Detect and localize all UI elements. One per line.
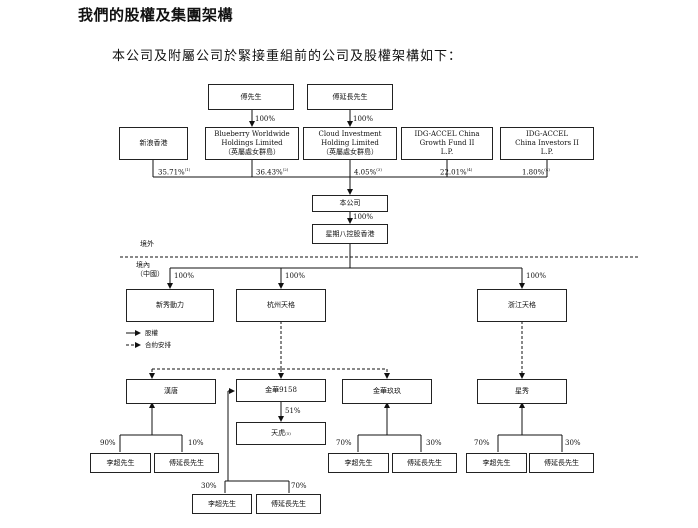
pct-li-xingxiu: 70% xyxy=(474,439,490,447)
box-li-xingxiu: 李超先生 xyxy=(466,453,527,473)
onshore-label: 境內 （中國） xyxy=(136,261,164,278)
intro-text: 本公司及附屬公司於緊接重組前的公司及股權架構如下： xyxy=(112,49,463,64)
box-blueberry: Blueberry Worldwide Holdings Limited （英屬… xyxy=(205,127,299,160)
pct-fu-xingxiu: 30% xyxy=(565,439,581,447)
box-xinxiu: 新秀動力 xyxy=(126,289,214,322)
pct-xinlang: 35.71%(1) xyxy=(158,165,190,177)
pct-company-hk: 100% xyxy=(353,213,374,221)
box-cloud: Cloud Investment Holding Limited （英屬處女群島… xyxy=(303,127,397,160)
pct-fu-hantang: 10% xyxy=(188,439,204,447)
box-fu-hantang: 傅延長先生 xyxy=(154,453,219,473)
box-zhejiang: 浙江天格 xyxy=(477,289,567,322)
pct-li-jinhua: 30% xyxy=(201,482,217,490)
pct-fu-jiujiu: 30% xyxy=(426,439,442,447)
box-company: 本公司 xyxy=(312,195,388,212)
pct-cloud: 4.05%(3) xyxy=(354,165,382,177)
pct-hk-zhejiang: 100% xyxy=(526,272,547,280)
pct-fu-blueberry: 100% xyxy=(255,115,276,123)
pct-blueberry-value: 36.43% xyxy=(256,168,283,177)
box-idg-growth: IDG-ACCEL China Growth Fund II L.P. xyxy=(401,127,493,160)
legend-equity: 股權 xyxy=(145,329,158,337)
pct-jinhua-tianhu: 51% xyxy=(285,407,301,415)
box-fu-xingxiu: 傅延長先生 xyxy=(529,453,594,473)
box-li-hantang: 李超先生 xyxy=(90,453,151,473)
pct-hk-hangzhou: 100% xyxy=(285,272,306,280)
offshore-label: 境外 xyxy=(140,240,154,248)
pct-idg-growth: 22.01%(4) xyxy=(440,165,472,177)
box-hangzhou: 杭州天格 xyxy=(236,289,326,322)
pct-fu-yanchang-cloud: 100% xyxy=(353,115,374,123)
box-fu-jinhua: 傅延長先生 xyxy=(256,494,321,514)
footnote-xinlang: (1) xyxy=(184,167,191,172)
box-fu: 傅先生 xyxy=(208,84,294,110)
footnote-idg-investors: (4) xyxy=(544,167,550,172)
pct-idg-investors-value: 1.80% xyxy=(522,168,545,177)
box-idg-investors: IDG-ACCEL China Investors II L.P. xyxy=(500,127,594,160)
box-jinhua-jiujiu: 金華玖玖 xyxy=(342,379,432,404)
page-heading: 我們的股權及集團架構 xyxy=(78,6,234,24)
box-li-jinhua: 李超先生 xyxy=(192,494,252,514)
box-tianhu: 天虎(5) xyxy=(236,422,326,445)
pct-idg-investors: 1.80%(4) xyxy=(522,165,550,177)
legend-contractual: 合約安排 xyxy=(145,341,171,349)
pct-fu-jinhua: 70% xyxy=(291,482,307,490)
tianhu-label: 天虎 xyxy=(271,429,286,437)
box-fu-jiujiu: 傅延長先生 xyxy=(392,453,457,473)
box-xingxiu: 星秀 xyxy=(477,379,567,404)
pct-cloud-value: 4.05% xyxy=(354,168,377,177)
footnote-idg-growth: (4) xyxy=(466,167,473,172)
pct-idg-growth-value: 22.01% xyxy=(440,168,467,177)
box-jinhua9158: 金華9158 xyxy=(236,379,326,402)
box-xinlang: 新浪香港 xyxy=(119,127,188,160)
box-xingqi-hk: 星期八控股香港 xyxy=(312,224,388,244)
pct-xinlang-value: 35.71% xyxy=(158,168,185,177)
tianhu-footnote: (5) xyxy=(285,431,291,436)
box-hantang: 漢唐 xyxy=(126,379,216,404)
pct-hk-xinxiu: 100% xyxy=(174,272,195,280)
footnote-cloud: (3) xyxy=(376,167,382,172)
footnote-blueberry: (2) xyxy=(282,167,289,172)
pct-blueberry: 36.43%(2) xyxy=(256,165,288,177)
pct-li-hantang: 90% xyxy=(100,439,116,447)
pct-li-jiujiu: 70% xyxy=(336,439,352,447)
box-li-jiujiu: 李超先生 xyxy=(328,453,389,473)
box-fu-yanchang: 傅延長先生 xyxy=(307,84,393,110)
